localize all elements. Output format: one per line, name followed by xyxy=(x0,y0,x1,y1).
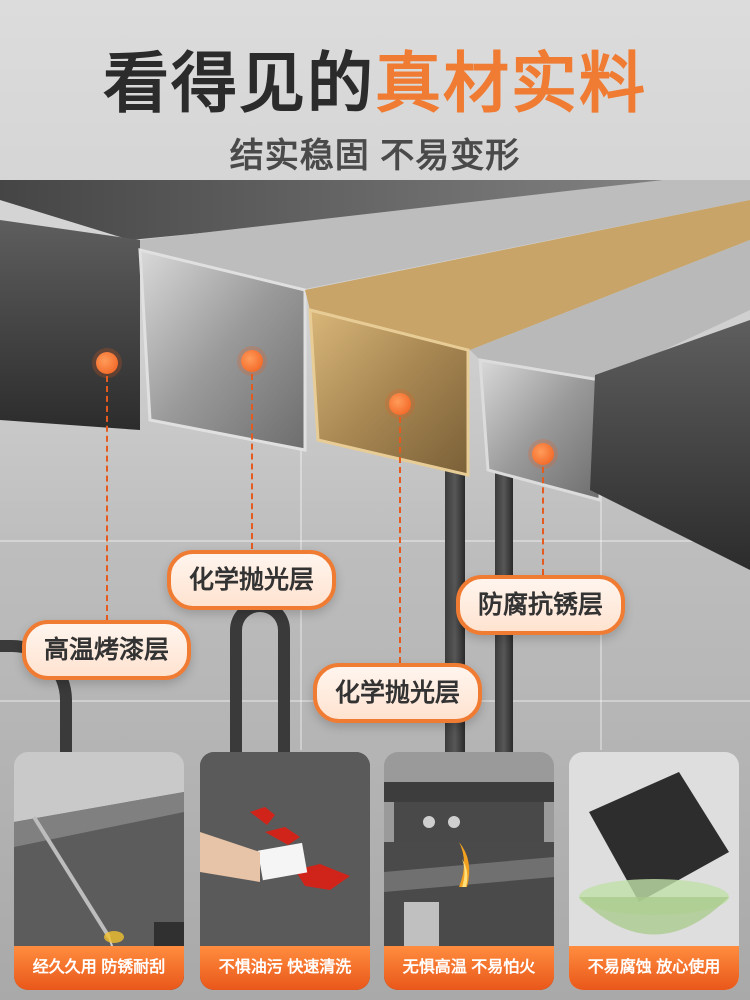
callout-label: 化学抛光层 xyxy=(167,550,337,610)
feature-caption: 不易腐蚀 放心使用 xyxy=(569,946,739,990)
callout-label: 防腐抗锈层 xyxy=(456,575,626,635)
feature-caption: 不惧油污 快速清洗 xyxy=(200,946,370,990)
feature-card-oil: 不惧油污 快速清洗 xyxy=(200,752,370,990)
feature-card-fire: 无惧高温 不易怕火 xyxy=(384,752,554,990)
shelf-profiles-illustration xyxy=(0,180,750,570)
title-accent: 真材实料 xyxy=(375,46,647,120)
callout-line xyxy=(542,467,544,575)
callout-line xyxy=(106,376,108,621)
feature-caption: 无惧高温 不易怕火 xyxy=(384,946,554,990)
callout-label: 化学抛光层 xyxy=(313,663,483,723)
page-subtitle: 结实稳固 不易变形 xyxy=(229,137,521,175)
right-dark-shelf xyxy=(590,320,750,570)
callout-dot xyxy=(96,352,118,374)
callout-label: 高温烤漆层 xyxy=(22,620,192,680)
tile-grout xyxy=(0,540,750,542)
silver-profile-top xyxy=(140,180,750,290)
callout-dot xyxy=(389,393,411,415)
callout-line xyxy=(251,374,253,549)
silver-profile-face xyxy=(138,248,307,452)
gold-profile-top xyxy=(305,200,750,350)
callout-dot xyxy=(241,350,263,372)
feature-caption: 经久久用 防锈耐刮 xyxy=(14,946,184,990)
title-plain: 看得见的 xyxy=(103,46,375,120)
inner-silver-face xyxy=(478,358,602,502)
callout-line xyxy=(399,417,401,663)
feature-card-corrosion: 不易腐蚀 放心使用 xyxy=(569,752,739,990)
inner-silver-top xyxy=(470,240,750,380)
feature-card-scratch: 经久久用 防锈耐刮 xyxy=(14,752,184,990)
page-title: 看得见的真材实料 xyxy=(0,30,750,126)
rack-handle xyxy=(230,600,290,772)
gold-profile-face xyxy=(308,308,470,477)
callout-dot xyxy=(532,443,554,465)
dark-shelf-front xyxy=(0,220,140,430)
